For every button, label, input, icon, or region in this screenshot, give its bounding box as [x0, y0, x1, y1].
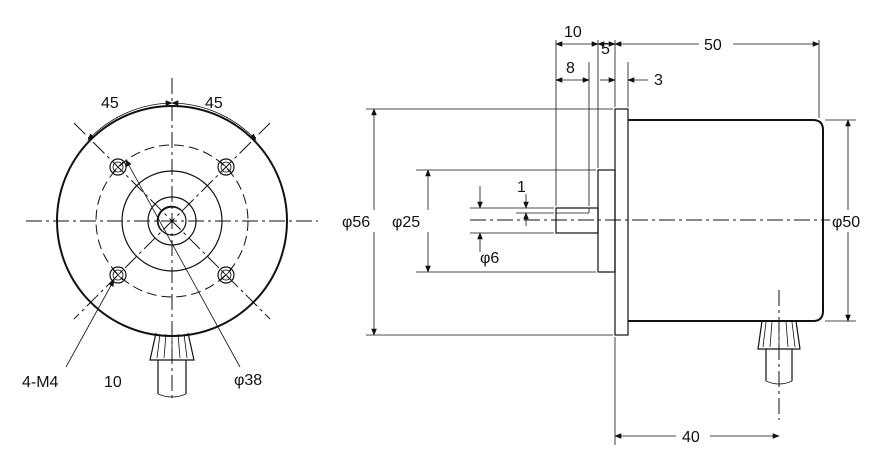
- dim-flange-thickness: 3: [654, 72, 663, 89]
- side-flange: [614, 108, 629, 336]
- tapped-hole-leader: [65, 279, 115, 368]
- bolt-circle-leader: [125, 159, 241, 368]
- dim-pilot-length: 8: [566, 60, 575, 77]
- dim-cable-position: 40: [682, 429, 700, 446]
- angle-label-left: 45: [101, 95, 119, 112]
- shaft-flat: [156, 205, 182, 232]
- dim-shaft-length: 10: [564, 24, 582, 41]
- dim-body-diameter: φ50: [832, 214, 860, 231]
- tapped-hole-label: 4-M4: [22, 374, 59, 391]
- dim-shaft-flat: 1: [517, 179, 526, 196]
- cable-offset-label: 10: [104, 374, 122, 391]
- angle-label-right: 45: [205, 95, 223, 112]
- dim-body-length: 50: [704, 37, 722, 54]
- dim-flange-offset: 5: [601, 41, 610, 58]
- dim-shaft-diameter: φ6: [480, 250, 499, 267]
- dim-flange-diameter: φ56: [342, 214, 370, 231]
- side-pilot: [597, 169, 616, 273]
- side-view: 10 8 5 3 50 φ56 φ25 φ6 1: [340, 24, 876, 446]
- angle-arc-right: [171, 100, 257, 141]
- angle-arc-left: [87, 100, 173, 141]
- dim-pilot-diameter: φ25: [392, 214, 420, 231]
- front-diagonal-2: [73, 122, 271, 320]
- front-view: 45 45 4-M4 10 φ38: [22, 78, 318, 398]
- bolt-circle-label: φ38: [234, 372, 262, 389]
